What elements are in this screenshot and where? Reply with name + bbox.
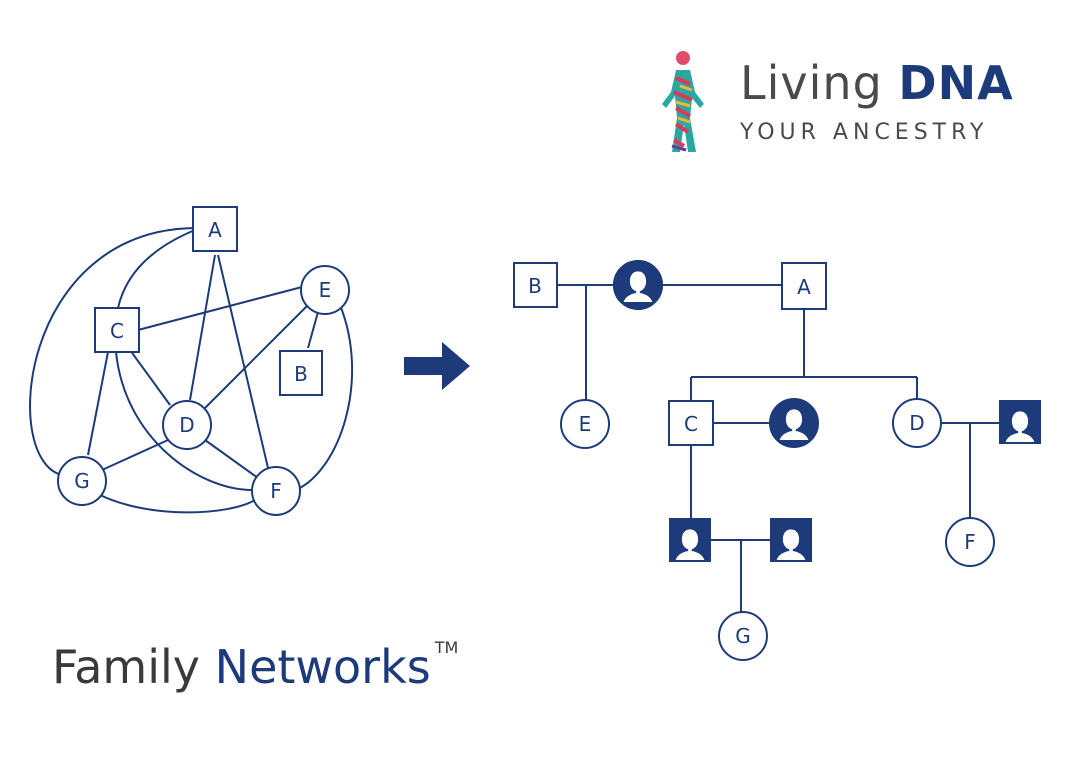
tree-node-c: C bbox=[668, 400, 714, 446]
edge-c-g bbox=[87, 351, 109, 456]
node-label: G bbox=[74, 469, 90, 493]
node-label: B bbox=[294, 362, 308, 386]
network-node-d: D bbox=[162, 400, 212, 450]
tree-node-a: A bbox=[781, 262, 827, 310]
unknown-male-person-icon bbox=[999, 400, 1041, 444]
node-label: B bbox=[528, 274, 542, 298]
edge-d-f bbox=[204, 439, 259, 479]
trademark: TM bbox=[434, 638, 459, 657]
node-label: D bbox=[909, 411, 924, 435]
node-label: F bbox=[964, 530, 976, 554]
node-label: A bbox=[797, 275, 811, 299]
tree-node-g: G bbox=[718, 611, 768, 661]
network-node-e: E bbox=[300, 265, 350, 315]
edge-e-d bbox=[204, 304, 309, 409]
network-node-c: C bbox=[94, 307, 140, 353]
brand-title-bold: DNA bbox=[898, 56, 1014, 110]
tree-node-e: E bbox=[560, 399, 610, 449]
tree-node-b: B bbox=[513, 262, 558, 308]
network-node-g: G bbox=[57, 456, 107, 506]
unknown-male-person-icon bbox=[669, 518, 711, 562]
brand-title-light: Living bbox=[740, 56, 883, 110]
node-label: A bbox=[208, 218, 222, 242]
unknown-female-person-icon bbox=[613, 260, 663, 310]
edge-a-f bbox=[217, 254, 269, 469]
node-label: G bbox=[735, 624, 751, 648]
caption-light: Family bbox=[52, 640, 201, 694]
node-label: C bbox=[684, 412, 698, 436]
edge-c-e bbox=[137, 286, 303, 331]
node-label: D bbox=[179, 413, 194, 437]
unknown-female-person-icon bbox=[769, 398, 819, 448]
edge-e-f bbox=[295, 304, 354, 491]
node-label: E bbox=[319, 278, 332, 302]
network-node-f: F bbox=[251, 466, 301, 516]
brand-subtitle: YOUR ANCESTRY bbox=[740, 120, 989, 145]
network-node-a: A bbox=[192, 206, 238, 252]
unknown-male-person-icon bbox=[770, 518, 812, 562]
network-graph: A C E B D G F bbox=[29, 206, 354, 516]
edge-c-f bbox=[115, 351, 253, 491]
brand-title: Living DNA bbox=[740, 60, 1014, 106]
edge-a-d bbox=[189, 254, 216, 401]
living-dna-logo-icon bbox=[662, 51, 704, 152]
arrow-right-icon bbox=[404, 342, 470, 390]
caption-bold: Networks bbox=[214, 640, 431, 694]
edge-g-f bbox=[97, 493, 256, 514]
node-label: C bbox=[110, 319, 124, 343]
edge-a-g bbox=[29, 227, 196, 476]
node-label: E bbox=[579, 412, 592, 436]
network-node-b: B bbox=[279, 350, 323, 396]
tree-node-f: F bbox=[945, 517, 995, 567]
tree-node-d: D bbox=[892, 398, 942, 448]
family-tree: B A E C D F G bbox=[513, 260, 1041, 661]
edge-c-d bbox=[129, 349, 171, 406]
brand-block: Living DNA YOUR ANCESTRY bbox=[740, 60, 1014, 145]
node-label: F bbox=[270, 479, 282, 503]
edge-d-g bbox=[101, 439, 169, 471]
edge-a-c bbox=[117, 227, 201, 309]
edge-e-b bbox=[307, 311, 319, 349]
